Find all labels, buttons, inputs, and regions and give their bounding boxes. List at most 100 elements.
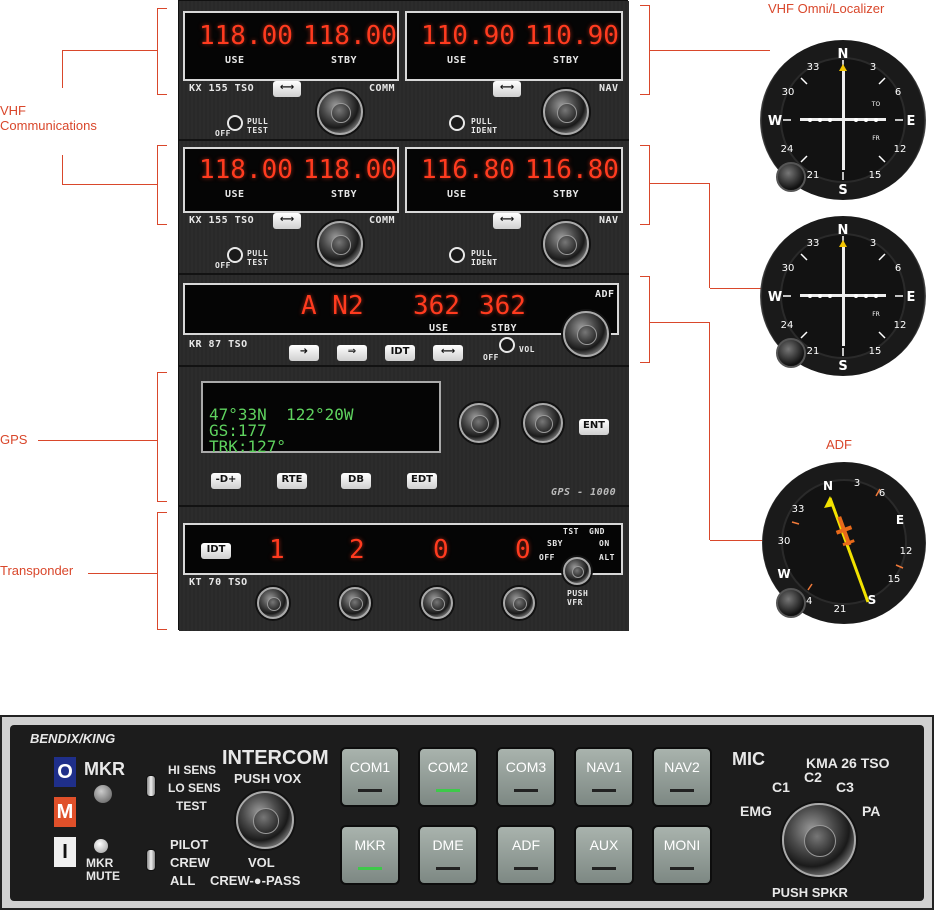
comm2-stby-freq: 118.00 (303, 155, 397, 185)
comm2-display: 118.00 118.00 USE STBY (183, 147, 399, 213)
comm2-volume-knob[interactable] (227, 247, 243, 263)
gps-direct-button[interactable]: -D+ (211, 473, 241, 489)
audio-button-mkr[interactable]: MKR (340, 825, 400, 885)
audio-button-moni-label: MONI (663, 837, 701, 853)
adf-bfo-button[interactable]: ➜ (289, 345, 319, 361)
transponder-unit: IDT 1 2 0 0 TST GND SBY ON OFF ALT KT 70… (179, 507, 629, 631)
callout-gps: GPS (0, 432, 28, 447)
mic-selector-knob[interactable] (782, 803, 856, 877)
vor1-3: 3 (870, 62, 876, 73)
adf-freq-knob[interactable] (563, 311, 609, 357)
audio-button-moni-lamp (670, 867, 694, 870)
comm2-stby-label: STBY (331, 189, 358, 200)
nav1-display: 110.90 110.90 USE STBY (405, 11, 623, 81)
vor1-obs-knob[interactable] (776, 162, 806, 192)
adf-frq-button[interactable]: ⇒ (337, 345, 367, 361)
comm1-flip-flop-button[interactable]: ⟷ (273, 81, 301, 97)
xpdr-digit-knob-1[interactable] (257, 587, 289, 619)
mic-pa-label: PA (862, 803, 881, 819)
gps-rte-button[interactable]: RTE (277, 473, 307, 489)
mic-emg-label: EMG (740, 803, 772, 819)
audio-button-dme-label: DME (432, 837, 464, 853)
comm1-off-label: OFF (215, 129, 231, 138)
vor-indicator-1: N E S W 3 6 12 15 21 24 30 33 TO FR (760, 40, 926, 200)
audio-button-nav1[interactable]: NAV1 (574, 747, 634, 807)
nav2-volume-knob[interactable] (449, 247, 465, 263)
bracket-gps (157, 372, 167, 502)
comm1-freq-knob[interactable] (317, 89, 363, 135)
crew-pass-label: CREW-●-PASS (210, 873, 301, 888)
nav2-use-label: USE (447, 189, 467, 200)
xpdr-digit-knob-2[interactable] (339, 587, 371, 619)
gps-groundspeed: GS:177 (209, 421, 267, 440)
audio-button-com2[interactable]: COM2 (418, 747, 478, 807)
leader-nav2 (650, 183, 710, 288)
adf-heading-knob[interactable] (776, 588, 806, 618)
audio-button-adf[interactable]: ADF (496, 825, 556, 885)
audio-panel: BENDIX/KING O M I MKR MKR MUTE HI SENS L… (0, 715, 934, 910)
vor1-30: 30 (782, 87, 795, 98)
audio-button-com1[interactable]: COM1 (340, 747, 400, 807)
audio-button-moni[interactable]: MONI (652, 825, 712, 885)
vor1-21: 21 (807, 170, 820, 181)
adf-model: KR 87 TSO (189, 339, 248, 350)
adf-label: ADF (595, 289, 615, 300)
intercom-mode-toggle[interactable] (146, 849, 156, 871)
audio-button-nav2-label: NAV2 (664, 759, 700, 775)
mkr-mute-button[interactable] (94, 839, 108, 853)
audio-button-com3[interactable]: COM3 (496, 747, 556, 807)
comm2-freq-knob[interactable] (317, 221, 363, 267)
xpdr-mode-knob[interactable] (563, 557, 591, 585)
audio-button-aux[interactable]: AUX (574, 825, 634, 885)
gps-edt-button[interactable]: EDT (407, 473, 437, 489)
comm1-model: KX 155 TSO (189, 83, 255, 94)
xpdr-idt-button[interactable]: IDT (201, 543, 231, 559)
adf-15: 15 (888, 574, 901, 585)
nav1-volume-knob[interactable] (449, 115, 465, 131)
nav1-freq-knob[interactable] (543, 89, 589, 135)
adf-n: N (823, 479, 833, 493)
audio-button-com1-label: COM1 (349, 759, 391, 775)
push-spkr-label: PUSH SPKR (772, 885, 848, 900)
vor2-21: 21 (807, 346, 820, 357)
audio-button-dme[interactable]: DME (418, 825, 478, 885)
adf-stby-freq: 362 (479, 291, 526, 321)
gps-right-knob[interactable] (523, 403, 563, 443)
bracket-adf (640, 276, 650, 363)
vor2-15: 15 (869, 346, 882, 357)
callout-vhf-communications: VHF Communications (0, 103, 97, 133)
comm2-flip-flop-button[interactable]: ⟷ (273, 213, 301, 229)
nav2-use-freq: 116.80 (421, 155, 515, 185)
comm2-off-label: OFF (215, 261, 231, 270)
callout-transponder: Transponder (0, 563, 74, 578)
adf-3: 3 (854, 478, 860, 489)
xpdr-digit-knob-3[interactable] (421, 587, 453, 619)
gps-left-knob[interactable] (459, 403, 499, 443)
audio-button-nav2[interactable]: NAV2 (652, 747, 712, 807)
push-vox-label: PUSH VOX (234, 771, 302, 786)
vor-indicator-2: N E S W 3 6 12 15 21 24 30 33 FR (760, 216, 926, 376)
gps-ent-button[interactable]: ENT (579, 419, 609, 435)
gps-db-button[interactable]: DB (341, 473, 371, 489)
mkr-sens-toggle[interactable] (146, 775, 156, 797)
xpdr-tst-label: TST (563, 527, 579, 536)
adf-idt-button[interactable]: IDT (385, 345, 415, 361)
adf-mode: A N2 (301, 291, 364, 321)
nav1-use-label: USE (447, 55, 467, 66)
audio-button-com2-lamp (436, 789, 460, 792)
adf-volume-knob[interactable] (499, 337, 515, 353)
vor2-obs-knob[interactable] (776, 338, 806, 368)
comm2-use-freq: 118.00 (199, 155, 293, 185)
comm-nav-2-unit: 118.00 118.00 USE STBY 116.80 116.80 USE… (179, 141, 629, 275)
comm1-volume-knob[interactable] (227, 115, 243, 131)
xpdr-digit-knob-4[interactable] (503, 587, 535, 619)
adf-use-freq: 362 (413, 291, 460, 321)
adf-flip-flop-button[interactable]: ⟷ (433, 345, 463, 361)
intercom-volume-knob[interactable] (236, 791, 294, 849)
nav2-freq-knob[interactable] (543, 221, 589, 267)
adf-24: 24 (800, 596, 813, 607)
audio-button-aux-lamp (592, 867, 616, 870)
nav2-flip-flop-button[interactable]: ⟷ (493, 213, 521, 229)
nav2-display: 116.80 116.80 USE STBY (405, 147, 623, 213)
nav1-flip-flop-button[interactable]: ⟷ (493, 81, 521, 97)
